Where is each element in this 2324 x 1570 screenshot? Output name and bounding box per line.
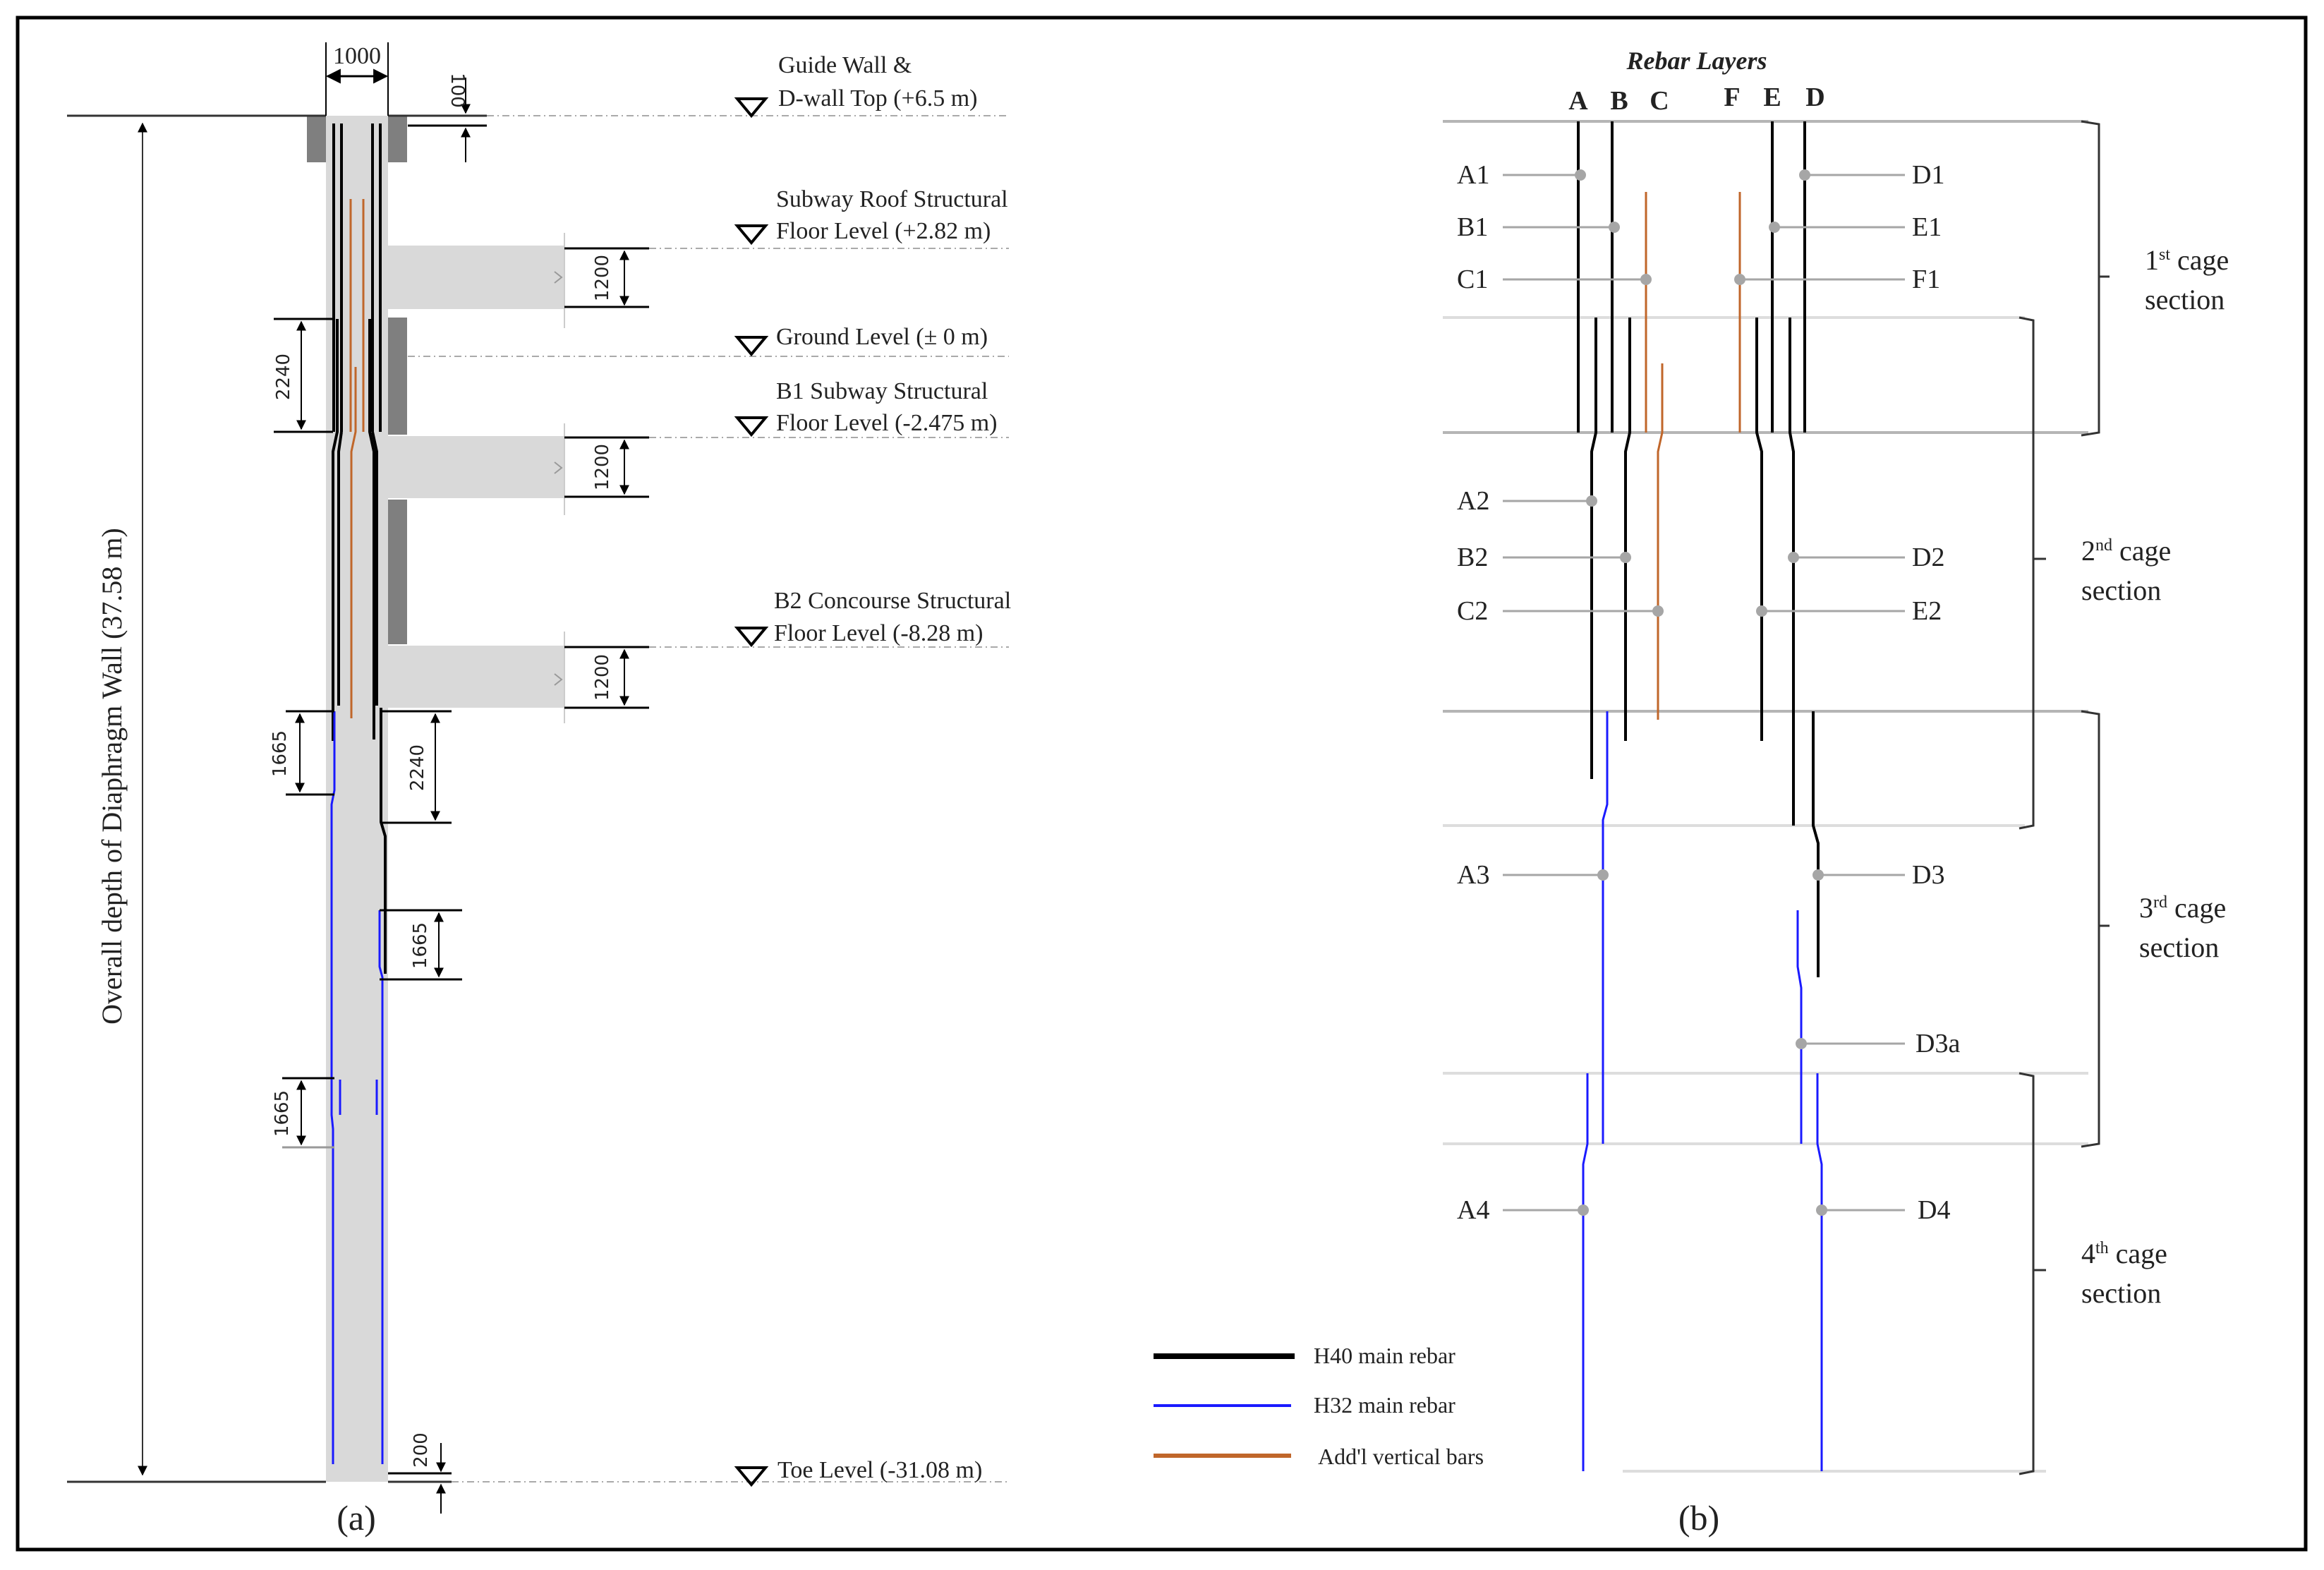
side-block-2: [388, 500, 407, 644]
dim-slab-3: 1200: [592, 654, 613, 701]
marker-dots: [1575, 169, 1827, 1216]
guide-wall-right: [388, 116, 407, 162]
label-e2: E2: [1912, 596, 1942, 626]
slab-roof: [388, 246, 564, 309]
level-label: Toe Level (-31.08 m): [777, 1457, 982, 1483]
legend-label-h40: H40 main rebar: [1314, 1343, 1455, 1368]
cage-label-3: 3rd cage: [2139, 892, 2226, 924]
column-header-f: F: [1724, 83, 1740, 112]
level-label: Floor Level (-8.28 m): [774, 620, 984, 646]
panel-a-caption: (a): [337, 1498, 376, 1538]
section-lines: [1443, 120, 2088, 1473]
label-a1: A1: [1457, 160, 1489, 190]
rebar-layers-title: Rebar Layers: [1626, 47, 1767, 75]
dim-toe-offset: 200: [411, 1432, 432, 1468]
cage-label-2: 2nd cage: [2081, 535, 2171, 567]
level-label: Guide Wall &: [778, 52, 912, 78]
label-b2: B2: [1457, 543, 1488, 572]
dim-top-offset: 100: [447, 73, 468, 108]
dim-lap-mid-left: 1665: [270, 730, 291, 777]
level-labels: Guide Wall & D-wall Top (+6.5 m) Subway …: [774, 52, 1011, 1483]
level-label: Floor Level (+2.82 m): [776, 218, 991, 244]
h32-bars-a: [330, 711, 384, 1464]
cage-brackets: [2019, 120, 2110, 1475]
cage-label-3-line2: section: [2139, 931, 2219, 963]
diaphragm-wall: [326, 116, 388, 1482]
dim-slab-1: 1200: [592, 255, 613, 301]
slab-b2: [388, 646, 564, 708]
label-d2: D2: [1912, 543, 1944, 572]
column-header-b: B: [1610, 86, 1628, 116]
label-a4: A4: [1457, 1195, 1489, 1225]
level-label: D-wall Top (+6.5 m): [778, 85, 977, 111]
column-header-c: C: [1650, 86, 1669, 116]
column-header-e: E: [1763, 83, 1781, 112]
level-label: Ground Level (± 0 m): [776, 324, 988, 350]
width-dimension: 1000: [333, 43, 381, 69]
label-b1: B1: [1457, 212, 1488, 242]
panel-b: Rebar Layers A B C F E D: [1154, 47, 2229, 1538]
additional-bars-b: [1645, 192, 1741, 720]
cage-label-1-line2: section: [2145, 284, 2225, 315]
column-header-a: A: [1568, 86, 1588, 116]
h32-bars-b: [1582, 711, 1823, 1471]
level-markers: [734, 97, 769, 1487]
slab-b1: [388, 436, 564, 498]
cage-label-4-line2: section: [2081, 1277, 2161, 1309]
legend: H40 main rebar H32 main rebar Add'l vert…: [1154, 1343, 1484, 1469]
dim-lap-bottom-left: 1665: [272, 1090, 293, 1137]
legend-label-h32: H32 main rebar: [1314, 1392, 1455, 1418]
label-c1: C1: [1457, 265, 1488, 294]
side-block-1: [388, 318, 407, 435]
cage-label-4: 4th cage: [2081, 1238, 2167, 1269]
figure-frame: [16, 16, 2308, 1552]
layer-labels: A1 B1 C1 D1 E1 F1 A2 B2 C2 D2 E2 A3 D3 D…: [1457, 160, 1960, 1225]
cage-label-1: 1st cage: [2145, 244, 2229, 276]
label-f1: F1: [1912, 265, 1940, 294]
label-d3a: D3a: [1916, 1029, 1960, 1058]
level-label: B1 Subway Structural: [776, 378, 988, 404]
column-headers: A B C F E D: [1568, 83, 1824, 116]
slab-dimensions: [564, 247, 649, 709]
label-c2: C2: [1457, 596, 1488, 626]
label-d3: D3: [1912, 860, 1944, 890]
h40-bars-a: [332, 123, 387, 974]
label-a3: A3: [1457, 860, 1489, 890]
label-d1: D1: [1912, 160, 1944, 190]
level-label: Floor Level (-2.475 m): [776, 410, 998, 436]
h40-bars-b: [1577, 121, 1820, 977]
dim-lap-upper-left: 2240: [273, 354, 294, 400]
leader-lines: [1503, 174, 1905, 1212]
panel-a: Overall depth of Diaphragm Wall (37.58 m…: [67, 42, 1011, 1538]
dim-lap-mid-right: 2240: [407, 744, 428, 791]
label-d4: D4: [1918, 1195, 1950, 1225]
dim-lap-lower-right: 1665: [410, 922, 431, 969]
cage-label-2-line2: section: [2081, 574, 2161, 606]
legend-label-additional: Add'l vertical bars: [1318, 1444, 1484, 1469]
level-label: Subway Roof Structural: [776, 186, 1008, 212]
lap-dimensions: [274, 318, 462, 1149]
label-e1: E1: [1912, 212, 1942, 242]
level-label: B2 Concourse Structural: [774, 588, 1011, 614]
column-header-d: D: [1805, 83, 1824, 112]
additional-bars-a: [349, 199, 365, 718]
cage-section-labels: 1st cage section 2nd cage section 3rd ca…: [2081, 244, 2229, 1309]
label-a2: A2: [1457, 486, 1489, 516]
dim-slab-2: 1200: [592, 444, 613, 490]
level-lines: [408, 115, 1009, 1483]
guide-wall-left: [307, 116, 326, 162]
panel-b-caption: (b): [1678, 1498, 1719, 1538]
overall-depth-label: Overall depth of Diaphragm Wall (37.58 m…: [96, 528, 128, 1025]
